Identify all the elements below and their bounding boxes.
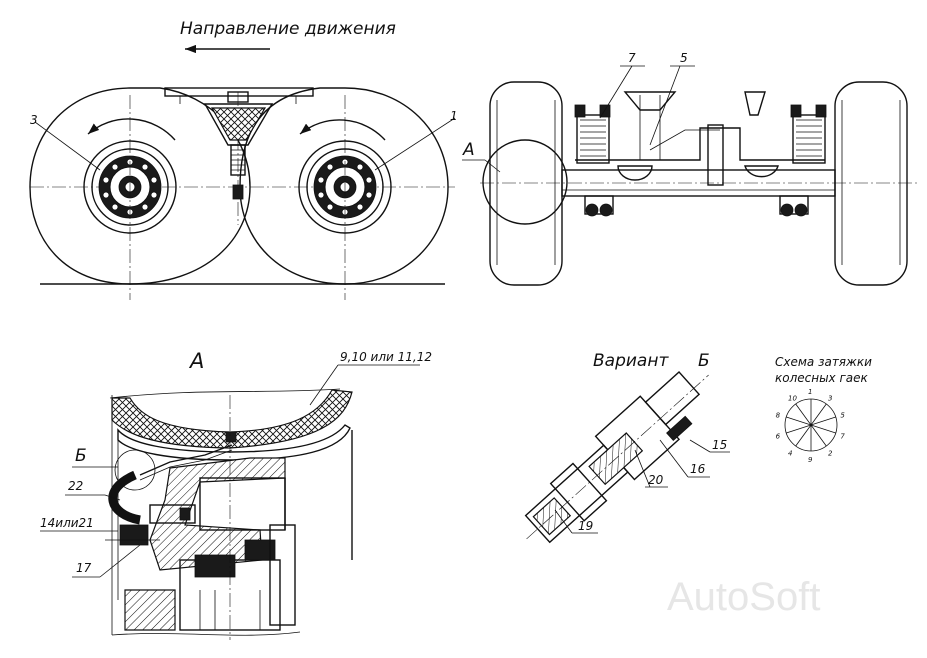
right-rotation-arrow bbox=[299, 119, 386, 141]
lower-brackets bbox=[584, 195, 809, 217]
callouts: 1 3 7 5 А 9,10 или 11,12 Б 22 14или21 17 bbox=[30, 51, 730, 578]
nut-scheme-spoke bbox=[795, 424, 812, 447]
nut-scheme-spoke bbox=[786, 416, 812, 426]
callout-5: 5 bbox=[680, 51, 688, 65]
front-view-axle bbox=[480, 81, 920, 286]
detail-circle-b bbox=[114, 449, 156, 491]
brake-hose bbox=[108, 470, 141, 525]
nut-scheme-spoke bbox=[810, 424, 836, 434]
left-rotation-arrow bbox=[87, 118, 176, 141]
callout-15: 15 bbox=[712, 438, 727, 452]
nut-scheme-number: 9 bbox=[808, 456, 813, 464]
nut-scheme-number: 3 bbox=[828, 394, 832, 402]
callout-1: 1 bbox=[450, 109, 458, 123]
direction-header: Направление движения bbox=[180, 19, 396, 54]
callout-16: 16 bbox=[690, 462, 706, 476]
front-right-spring bbox=[790, 104, 827, 164]
callout-17: 17 bbox=[76, 561, 92, 575]
bearing-assembly bbox=[124, 524, 296, 631]
balancer-bracket bbox=[164, 87, 314, 200]
nut-scheme-spokes bbox=[786, 399, 836, 451]
nut-scheme-number: 6 bbox=[776, 433, 781, 441]
nut-scheme-title-1: Схема затяжки bbox=[775, 355, 872, 369]
nut-scheme-number: 5 bbox=[840, 411, 845, 419]
callout-7: 7 bbox=[628, 51, 636, 65]
nut-scheme-numbers: 1 3 5 7 2 9 4 6 8 10 bbox=[776, 388, 846, 464]
callout-a: А bbox=[462, 140, 475, 160]
nut-scheme-spoke bbox=[810, 403, 827, 426]
nut-scheme-spoke bbox=[786, 424, 812, 434]
direction-label: Направление движения bbox=[180, 19, 396, 39]
nut-scheme-spoke bbox=[810, 424, 827, 447]
callout-22: 22 bbox=[68, 479, 83, 493]
front-right-tyre bbox=[834, 81, 908, 286]
side-view-tandem-wheels bbox=[29, 87, 455, 300]
rim-profile bbox=[117, 424, 351, 461]
callout-19: 19 bbox=[578, 519, 593, 533]
break-line-bottom bbox=[111, 631, 301, 636]
front-left-spring bbox=[574, 104, 611, 164]
frame-member bbox=[575, 127, 825, 161]
nut-scheme-number: 1 bbox=[808, 388, 812, 396]
front-left-tyre bbox=[489, 81, 563, 286]
nut-scheme-title-2: колесных гаек bbox=[775, 371, 869, 385]
nut-scheme-number: 8 bbox=[776, 411, 781, 419]
callout-20: 20 bbox=[648, 473, 664, 487]
hub-web bbox=[199, 477, 286, 531]
variant-b-title-letter: Б bbox=[698, 351, 710, 371]
watermark-text: AutoSoft bbox=[667, 575, 820, 619]
nut-scheme-spoke bbox=[795, 403, 812, 426]
left-spherical-seat bbox=[617, 165, 653, 181]
nut-scheme-number: 7 bbox=[840, 433, 845, 441]
nut-scheme-number: 2 bbox=[828, 450, 833, 458]
detail-view-a: А bbox=[105, 349, 353, 640]
tyre-section bbox=[111, 389, 353, 449]
axle-beam bbox=[561, 169, 836, 197]
callout-b: Б bbox=[75, 446, 87, 466]
view-a-title: А bbox=[188, 349, 204, 373]
variant-b-title-word: Вариант bbox=[593, 351, 669, 371]
break-line-top bbox=[109, 388, 341, 399]
callout-14-or-21: 14или21 bbox=[40, 516, 94, 530]
nut-scheme-spoke bbox=[810, 416, 836, 426]
right-spherical-seat bbox=[744, 165, 779, 178]
wheel-stud bbox=[105, 504, 196, 546]
detail-circle-a bbox=[482, 139, 568, 225]
variant-b-view: Вариант Б bbox=[524, 351, 710, 544]
valve-nut bbox=[225, 431, 237, 443]
nut-scheme-number: 4 bbox=[788, 450, 792, 458]
callout-9-10-or-11-12: 9,10 или 11,12 bbox=[340, 350, 432, 364]
nut-tightening-scheme: Схема затяжки колесных гаек 1 3 5 7 2 9 4 6 8 10 bbox=[775, 355, 872, 464]
callout-3: 3 bbox=[30, 113, 38, 127]
nut-scheme-number: 10 bbox=[788, 394, 797, 402]
